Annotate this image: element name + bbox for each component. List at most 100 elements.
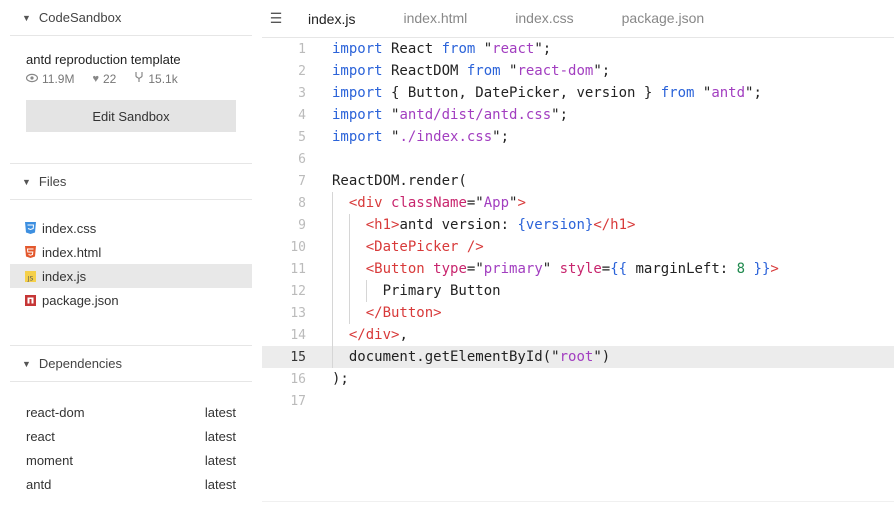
code-line[interactable]: 16); bbox=[262, 368, 894, 390]
code-token: </div> bbox=[348, 327, 400, 343]
editor-tab-bar: ☰ index.js index.html index.css package.… bbox=[262, 0, 894, 38]
code-token: </h1> bbox=[593, 217, 636, 233]
edit-sandbox-button[interactable]: Edit Sandbox bbox=[26, 100, 236, 132]
code-line[interactable]: 10 <DatePicker /> bbox=[262, 236, 894, 258]
line-number: 11 bbox=[290, 261, 306, 277]
indent-guide bbox=[332, 302, 333, 324]
code-token bbox=[383, 195, 391, 211]
files-title: Files bbox=[38, 174, 67, 189]
files-header[interactable]: ▼ Files bbox=[10, 164, 252, 200]
file-item-index-css[interactable]: index.css bbox=[10, 216, 252, 240]
code-text: import ReactDOM from "react-dom"; bbox=[332, 63, 610, 79]
dependencies-header[interactable]: ▼ Dependencies bbox=[10, 346, 252, 382]
code-text: Primary Button bbox=[332, 283, 501, 299]
line-number: 3 bbox=[298, 85, 306, 101]
code-token: = bbox=[601, 261, 611, 277]
code-token: }} bbox=[753, 261, 771, 277]
indent-guide bbox=[332, 280, 333, 302]
code-token: "; bbox=[745, 85, 762, 101]
dependency-list: react-dom latest react latest moment lat… bbox=[10, 382, 252, 496]
code-token: document.getElementById( bbox=[332, 349, 552, 365]
triangle-down-icon: ▼ bbox=[22, 12, 31, 23]
code-line[interactable]: 11 <Button type="primary" style={{ margi… bbox=[262, 258, 894, 280]
tab-index-js[interactable]: index.js bbox=[290, 0, 373, 37]
line-number: 7 bbox=[298, 173, 306, 189]
dependency-row[interactable]: react-dom latest bbox=[10, 400, 252, 424]
indent-guide bbox=[332, 192, 333, 214]
code-text: <Button type="primary" style={{ marginLe… bbox=[332, 261, 779, 277]
indent-guide bbox=[348, 302, 350, 324]
tab-package-json[interactable]: package.json bbox=[621, 10, 705, 26]
code-line[interactable]: 15 document.getElementById("root") bbox=[262, 346, 894, 368]
sandbox-stats: 11.9M ♥ 22 15.1k bbox=[25, 71, 236, 86]
code-token: antd bbox=[711, 85, 746, 101]
code-line[interactable]: 12 Primary Button bbox=[262, 280, 894, 302]
code-token: "; bbox=[551, 107, 569, 123]
code-line[interactable]: 2 import ReactDOM from "react-dom"; bbox=[262, 60, 894, 82]
code-token: 8 bbox=[736, 261, 746, 277]
dependencies-title: Dependencies bbox=[38, 356, 123, 371]
dependency-version: latest bbox=[204, 428, 236, 444]
code-text: import "./index.css"; bbox=[332, 129, 509, 145]
likes-count: 22 bbox=[103, 71, 117, 86]
line-number: 9 bbox=[298, 217, 306, 233]
file-item-index-html[interactable]: index.html bbox=[10, 240, 252, 264]
code-line[interactable]: 17 bbox=[262, 390, 894, 412]
file-item-package-json[interactable]: package.json bbox=[10, 288, 252, 312]
code-line[interactable]: 8 <div className="App"> bbox=[262, 192, 894, 214]
code-token: {{ bbox=[610, 261, 628, 277]
code-token: marginLeft: bbox=[627, 261, 737, 277]
code-token: ./index.css bbox=[399, 129, 493, 145]
file-name: package.json bbox=[42, 292, 119, 308]
line-number: 12 bbox=[290, 283, 306, 299]
line-number: 17 bbox=[290, 393, 306, 409]
menu-icon[interactable]: ☰ bbox=[269, 9, 283, 26]
code-token: from bbox=[660, 85, 695, 101]
line-number: 6 bbox=[298, 151, 306, 167]
fork-icon bbox=[134, 71, 144, 86]
line-number: 16 bbox=[290, 371, 306, 387]
dependency-name: react-dom bbox=[26, 404, 85, 420]
indent-guide bbox=[348, 280, 350, 302]
code-token: Primary Button bbox=[332, 283, 501, 299]
dependency-row[interactable]: antd latest bbox=[10, 472, 252, 496]
code-line[interactable]: 9 <h1>antd version: {version}</h1> bbox=[262, 214, 894, 236]
codesandbox-header[interactable]: ▼ CodeSandbox bbox=[10, 0, 252, 36]
line-number: 1 bbox=[298, 41, 306, 57]
indent-guide bbox=[348, 258, 350, 280]
code-token: React bbox=[382, 41, 442, 57]
code-token: " bbox=[551, 349, 560, 365]
code-token bbox=[425, 261, 433, 277]
line-number: 2 bbox=[298, 63, 306, 79]
indent-guide bbox=[332, 214, 333, 236]
dependency-version: latest bbox=[204, 452, 236, 468]
forks-count: 15.1k bbox=[148, 71, 178, 86]
code-line[interactable]: 14 </div>, bbox=[262, 324, 894, 346]
code-token: " bbox=[500, 63, 518, 79]
code-text: <div className="App"> bbox=[332, 195, 526, 211]
tab-index-css[interactable]: index.css bbox=[515, 10, 574, 26]
file-item-index-js[interactable]: JS index.js bbox=[10, 264, 252, 288]
dependency-row[interactable]: moment latest bbox=[10, 448, 252, 472]
dependency-row[interactable]: react latest bbox=[10, 424, 252, 448]
code-line[interactable]: 6 bbox=[262, 148, 894, 170]
tab-index-html[interactable]: index.html bbox=[403, 10, 468, 26]
code-token: import bbox=[332, 85, 383, 101]
code-token: className bbox=[391, 195, 467, 211]
code-token: , bbox=[399, 327, 408, 343]
code-token: <Button bbox=[365, 261, 425, 277]
npm-icon bbox=[24, 294, 36, 306]
code-text: <h1>antd version: {version}</h1> bbox=[332, 217, 636, 233]
sandbox-name: antd reproduction template bbox=[26, 52, 181, 67]
code-line[interactable]: 13 </Button> bbox=[262, 302, 894, 324]
dependency-name: react bbox=[26, 428, 55, 444]
file-name: index.js bbox=[42, 268, 87, 284]
views-count: 11.9M bbox=[42, 71, 75, 86]
code-token bbox=[332, 239, 366, 255]
